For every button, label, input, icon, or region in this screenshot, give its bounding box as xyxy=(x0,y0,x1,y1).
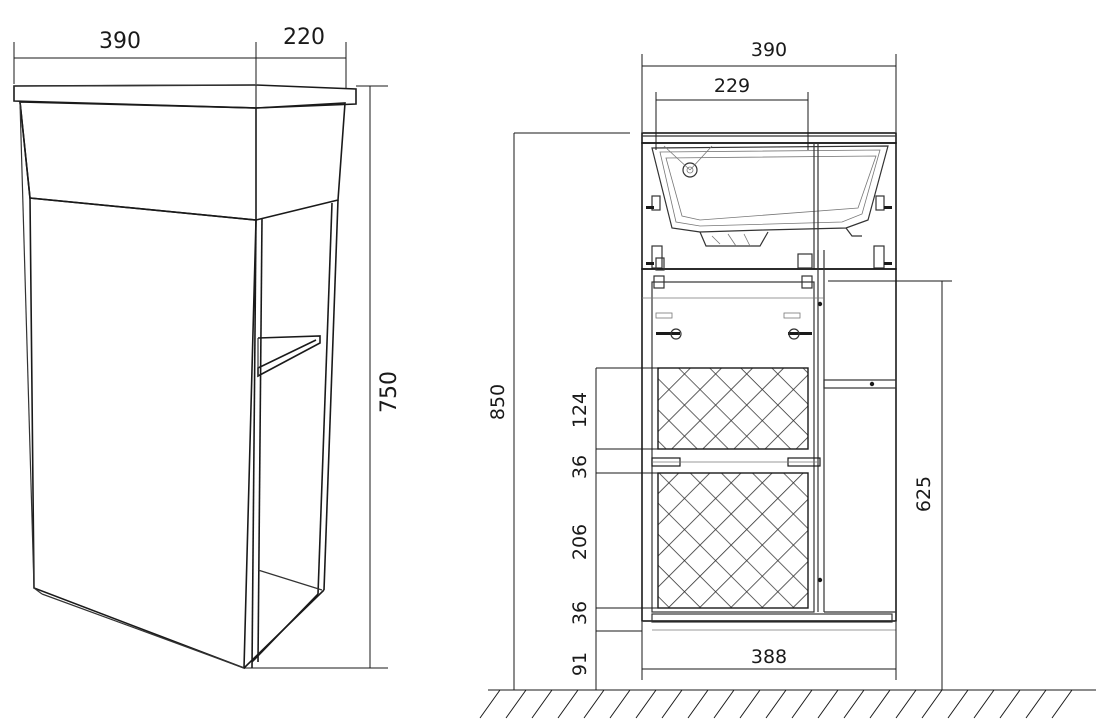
floor-hatch-stroke xyxy=(661,689,683,719)
floor-hatch-stroke xyxy=(739,689,761,719)
iso-shelf xyxy=(257,335,321,378)
front-right-height-label: 625 xyxy=(913,476,935,512)
floor-hatch-stroke xyxy=(1025,689,1047,719)
floor-hatch-stroke xyxy=(921,689,943,719)
floor-hatch-stroke xyxy=(531,689,553,719)
iso-basin-side xyxy=(255,102,346,221)
floor-hatch-stroke xyxy=(817,689,839,719)
front-lattice-top xyxy=(657,367,809,450)
bracket-left-top xyxy=(646,195,663,269)
stack-label-panel-top: 124 xyxy=(569,392,591,428)
iso-width-label: 390 xyxy=(99,29,141,54)
iso-height-label: 750 xyxy=(377,371,402,413)
floor-hatch-stroke xyxy=(869,689,891,719)
floor-hatch-stroke xyxy=(557,689,579,719)
front-bottom-width-label: 388 xyxy=(751,646,787,668)
floor-hatch-stroke xyxy=(843,689,865,719)
iso-depth-label: 220 xyxy=(283,25,325,50)
iso-door-panel xyxy=(19,101,257,670)
floor-hatch-stroke xyxy=(1051,689,1073,719)
front-basin-rim xyxy=(641,132,897,144)
bracket-right-top xyxy=(873,195,892,269)
front-width-label: 390 xyxy=(751,39,787,61)
floor-hatch-stroke xyxy=(583,689,605,719)
front-bowl xyxy=(651,145,889,233)
front-shelf xyxy=(823,379,897,389)
front-door xyxy=(651,281,815,613)
stack-label-plinth: 91 xyxy=(569,652,591,676)
floor-hatch-stroke xyxy=(479,689,501,719)
front-cabinet-body xyxy=(641,268,897,622)
stack-label-gap-mid: 36 xyxy=(569,455,591,479)
stack-label-gap-low: 36 xyxy=(569,601,591,625)
isometric-view xyxy=(13,84,357,670)
floor-hatch xyxy=(479,689,1096,719)
floor-hatch-stroke xyxy=(947,689,969,719)
floor-hatch-stroke xyxy=(765,689,787,719)
front-lattice-bottom xyxy=(657,472,809,609)
front-inner-width-label: 229 xyxy=(714,75,750,97)
floor-hatch-stroke xyxy=(973,689,995,719)
stack-label-panel-bottom: 206 xyxy=(569,524,591,560)
floor-hatch-stroke xyxy=(687,689,709,719)
floor-hatch-stroke xyxy=(713,689,735,719)
front-height-label: 850 xyxy=(487,384,509,420)
floor-hatch-stroke xyxy=(791,689,813,719)
front-basin-box xyxy=(641,142,897,270)
floor-hatch-stroke xyxy=(895,689,917,719)
iso-basin-front xyxy=(19,101,257,221)
front-view xyxy=(641,132,897,631)
front-dimensions: 390 229 850 124 36 206 36 91 625 388 xyxy=(487,39,952,690)
floor-hatch-stroke xyxy=(999,689,1021,719)
floor-hatch-stroke xyxy=(635,689,657,719)
floor-hatch-stroke xyxy=(505,689,527,719)
floor-hatch-stroke xyxy=(609,689,631,719)
iso-dimensions: 390 220 750 xyxy=(13,25,402,669)
